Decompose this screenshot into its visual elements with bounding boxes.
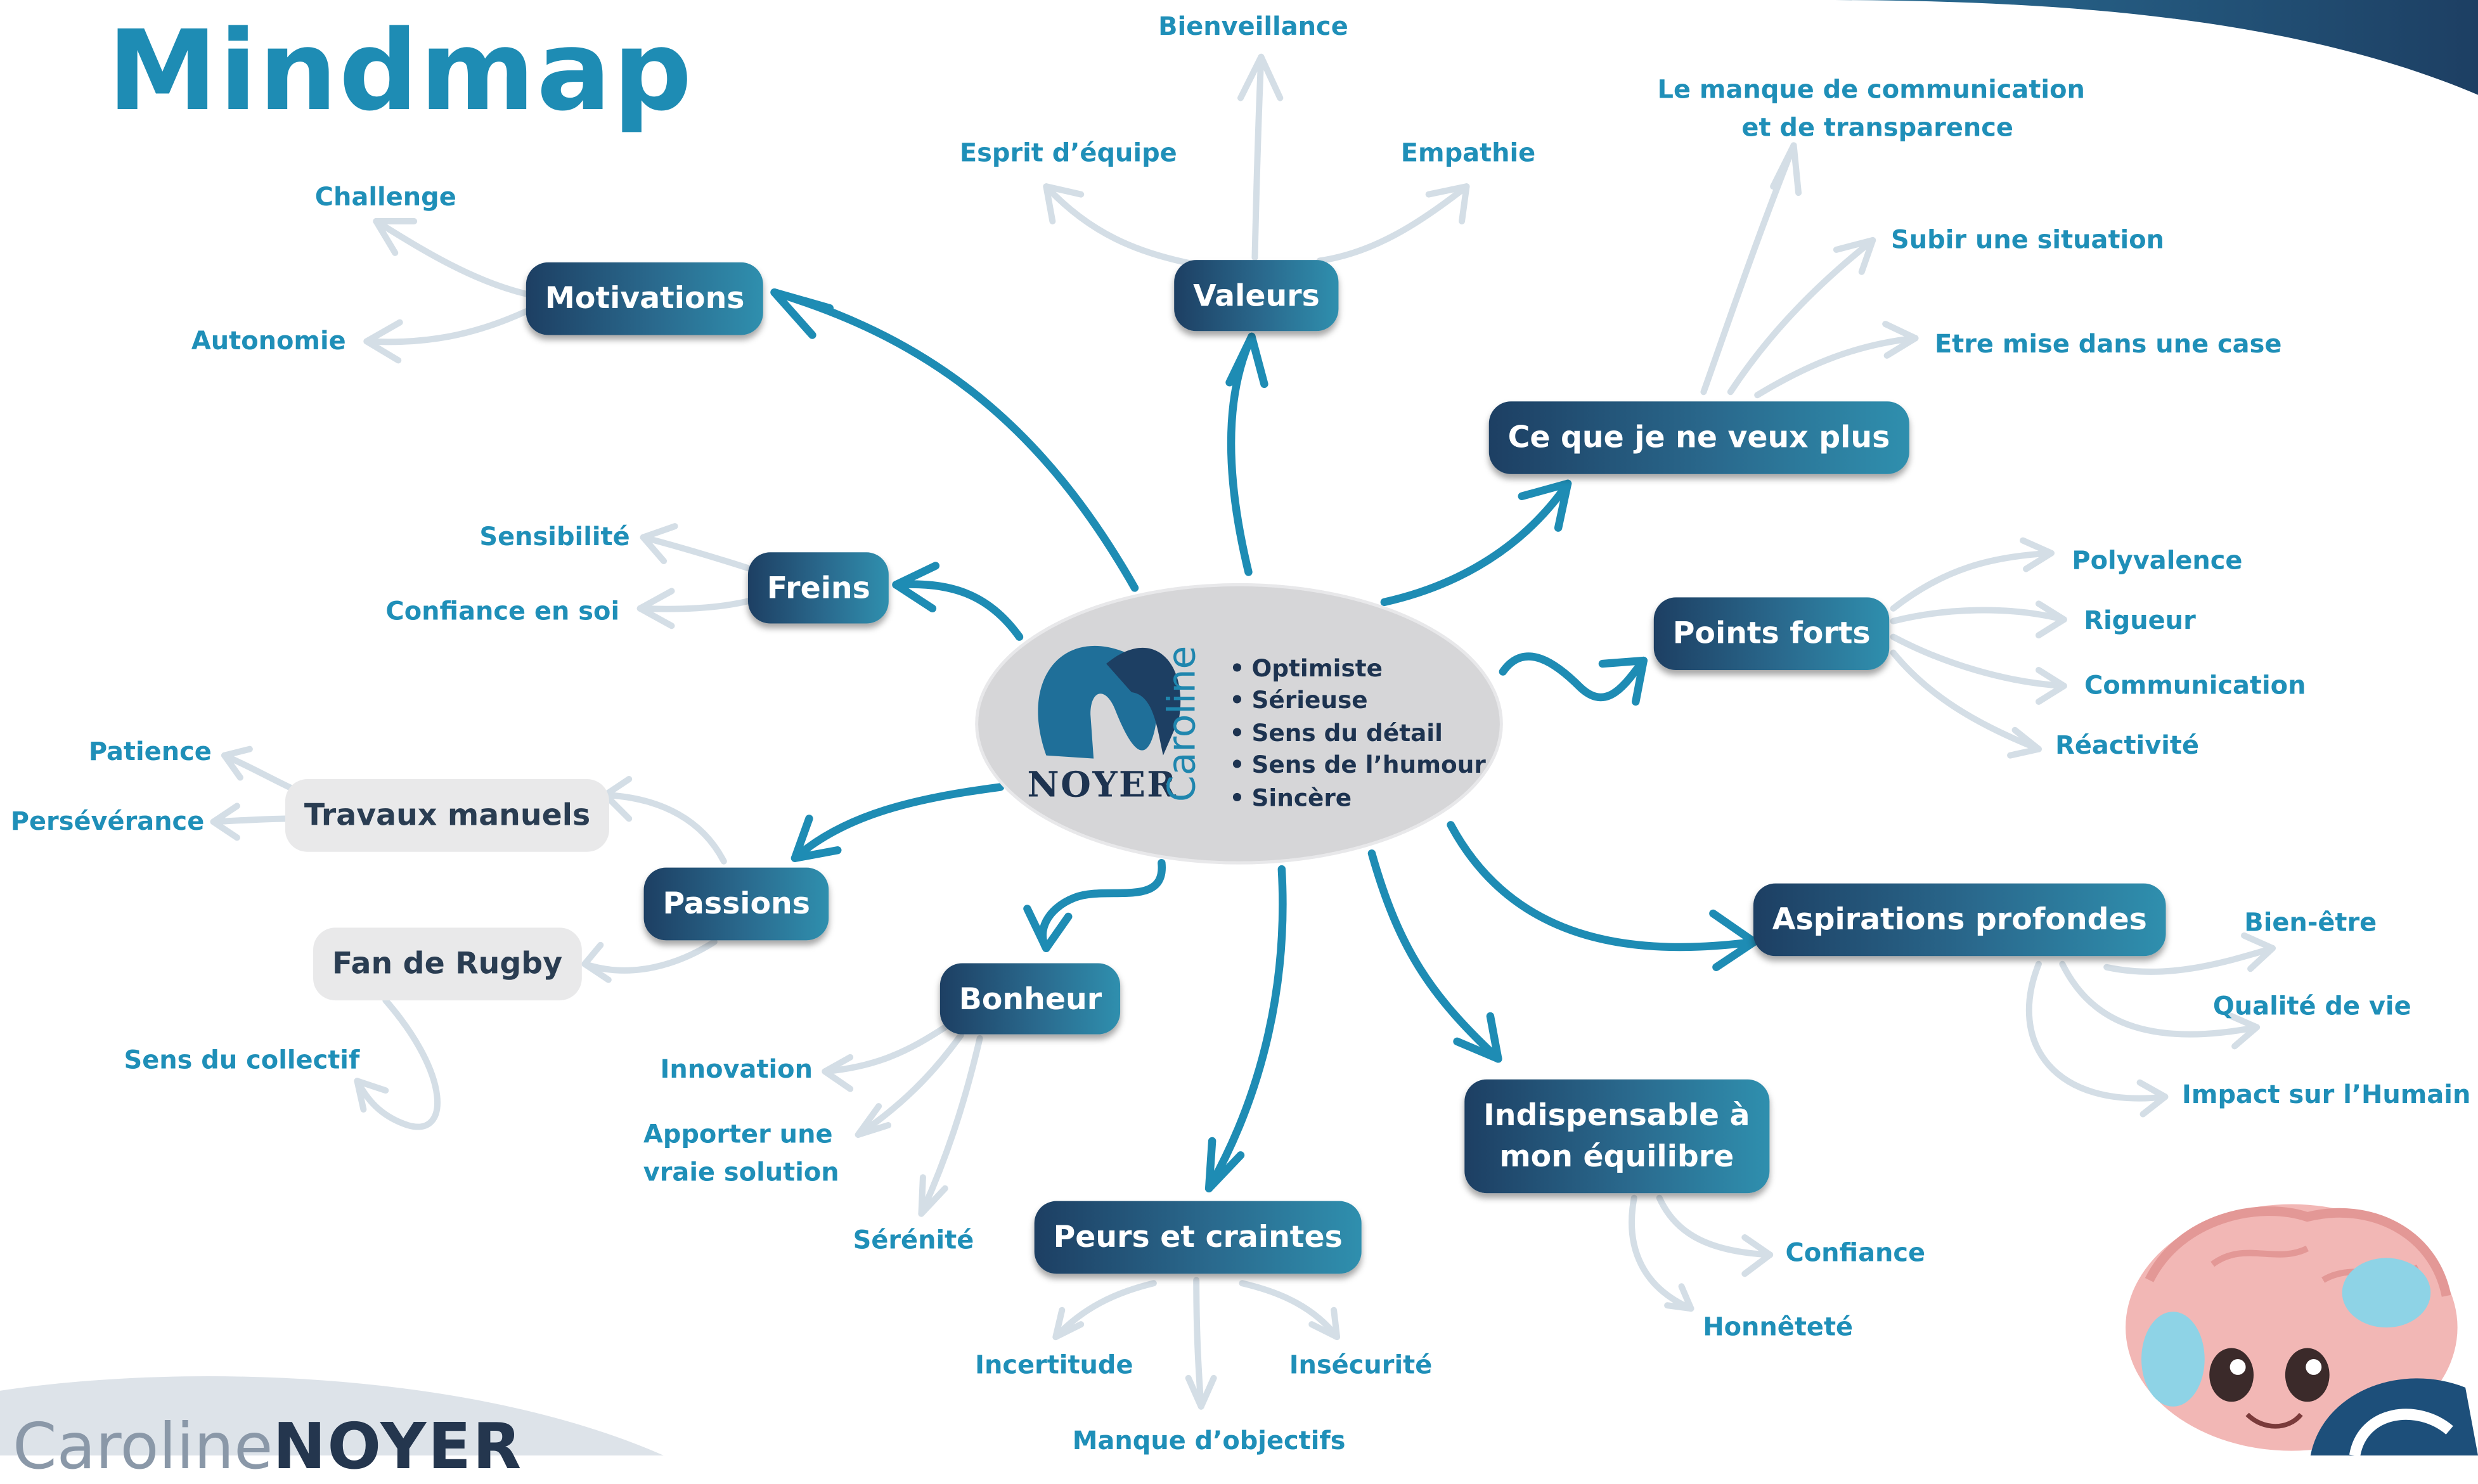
leaf-rigueur: Rigueur <box>2084 605 2196 636</box>
node-valeurs: Valeurs <box>1174 260 1339 332</box>
leaf-manque-d-objectifs: Manque d’objectifs <box>1072 1425 1346 1456</box>
node-indispensable-line2: mon équilibre <box>1499 1139 1734 1175</box>
node-indispensable-line1: Indispensable à <box>1483 1098 1750 1133</box>
leaf-empathie: Empathie <box>1400 137 1536 168</box>
node-points-forts: Points forts <box>1653 597 1890 671</box>
node-freins: Freins <box>747 552 889 624</box>
leaf-incertitude: Incertitude <box>975 1350 1133 1380</box>
leaf-subir-une-situation: Subir une situation <box>1891 224 2165 255</box>
brain-mascot-icon <box>2126 1204 2478 1456</box>
node-indispensable: Indispensable à mon équilibre <box>1464 1079 1769 1194</box>
leaf-serenite: Sérénité <box>853 1225 974 1255</box>
leaf-confiance-en-soi: Confiance en soi <box>385 595 620 626</box>
node-ce-que-je-ne-veux-plus: Ce que je ne veux plus <box>1488 401 1909 474</box>
leaf-vraie-solution: vraie solution <box>643 1156 839 1187</box>
leaf-sensibilite: Sensibilité <box>479 521 630 552</box>
bottom-left-wave <box>0 1376 664 1456</box>
leaf-apporter-une: Apporter une <box>643 1119 833 1149</box>
node-travaux-manuels: Travaux manuels <box>285 779 610 852</box>
leaf-challenge: Challenge <box>314 181 456 212</box>
leaf-etre-mise-dans-une-case: Etre mise dans une case <box>1934 328 2282 359</box>
leaf-reactivite: Réactivité <box>2055 730 2200 761</box>
logo-first-name: Caroline <box>1159 645 1204 802</box>
leaf-confiance: Confiance <box>1785 1237 1926 1268</box>
leaf-impact-sur-l-humain: Impact sur l’Humain <box>2182 1079 2471 1110</box>
trait-item: Sérieuse <box>1230 685 1486 717</box>
node-motivations: Motivations <box>526 262 764 335</box>
logo-last-name: NOYER <box>1027 765 1178 806</box>
leaf-autonomie: Autonomie <box>191 325 346 356</box>
leaf-communication: Communication <box>2084 670 2306 700</box>
trait-item: Sens de l’humour <box>1230 749 1485 782</box>
leaf-polyvalence: Polyvalence <box>2072 545 2243 576</box>
leaf-esprit-d-equipe: Esprit d’équipe <box>959 137 1177 168</box>
leaf-insecurite: Insécurité <box>1289 1350 1433 1380</box>
node-passions: Passions <box>643 867 829 941</box>
main-arrows <box>770 288 1758 1192</box>
node-bonheur: Bonheur <box>939 963 1121 1035</box>
traits-list: Optimiste Sérieuse Sens du détail Sens d… <box>1230 653 1486 814</box>
logo-icon <box>1038 645 1181 759</box>
top-right-wave <box>1817 0 2478 95</box>
page-title: Mindmap <box>107 6 694 136</box>
node-aspirations-profondes: Aspirations profondes <box>1753 883 2166 957</box>
leaf-qualite-de-vie: Qualité de vie <box>2212 991 2411 1021</box>
leaf-manque-de-communication: Le manque de communication <box>1657 74 2085 105</box>
footer-brand: CarolineNOYER <box>13 1411 523 1484</box>
leaf-sens-du-collectif: Sens du collectif <box>124 1044 360 1075</box>
footer-last-name: NOYER <box>273 1411 523 1484</box>
footer-first-name: Caroline <box>12 1411 273 1484</box>
node-fan-de-rugby: Fan de Rugby <box>313 927 582 1001</box>
trait-item: Optimiste <box>1230 653 1486 685</box>
trait-item: Sens du détail <box>1230 717 1486 749</box>
leaf-patience: Patience <box>88 736 212 767</box>
leaf-bienveillance: Bienveillance <box>1158 11 1348 41</box>
leaf-et-de-transparence: et de transparence <box>1741 112 2013 143</box>
leaf-honnetete: Honnêteté <box>1703 1312 1854 1342</box>
leaf-perseverance: Persévérance <box>10 806 205 836</box>
leaf-innovation: Innovation <box>660 1054 813 1085</box>
node-peurs-et-craintes: Peurs et craintes <box>1034 1201 1362 1274</box>
leaf-bien-etre: Bien-être <box>2244 907 2377 938</box>
leaf-arrows <box>210 53 2276 1410</box>
trait-item: Sincère <box>1230 782 1486 814</box>
